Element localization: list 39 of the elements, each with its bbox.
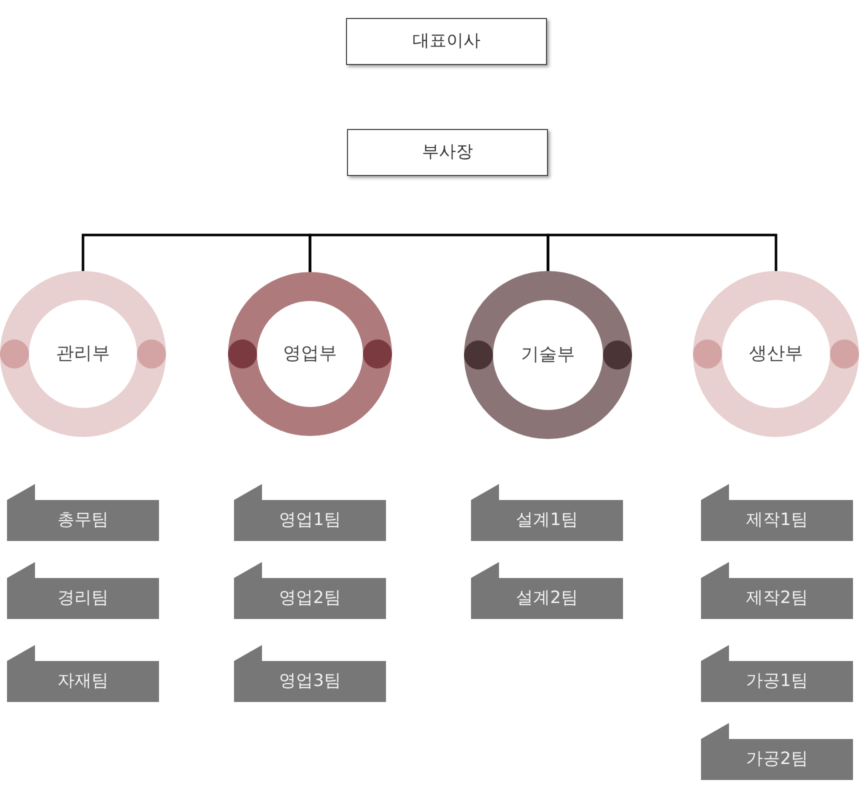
team-tab-box bbox=[701, 484, 853, 541]
team-tab-box bbox=[701, 645, 853, 702]
department-label: 영업부 bbox=[283, 343, 337, 365]
position-box bbox=[347, 129, 548, 176]
team-tab-box bbox=[234, 562, 386, 619]
team-label: 영업3팀 bbox=[279, 671, 341, 692]
team-tab-box bbox=[7, 645, 159, 702]
department-label: 생산부 bbox=[749, 343, 803, 365]
department-label: 기술부 bbox=[521, 344, 575, 366]
team-tab-box bbox=[234, 645, 386, 702]
team-label: 자재팀 bbox=[58, 671, 108, 692]
team-label: 제작1팀 bbox=[746, 510, 808, 531]
team-label: 영업1팀 bbox=[279, 510, 341, 531]
team-tab-box bbox=[701, 723, 853, 780]
team-label: 가공2팀 bbox=[746, 749, 808, 770]
position-label: 부사장 bbox=[422, 142, 473, 163]
team-label: 영업2팀 bbox=[279, 588, 341, 609]
connector-line bbox=[82, 234, 312, 272]
team-label: 가공1팀 bbox=[746, 671, 808, 692]
team-tab-box bbox=[7, 484, 159, 541]
department-ring bbox=[464, 271, 632, 439]
team-label: 총무팀 bbox=[58, 510, 108, 531]
team-label: 경리팀 bbox=[58, 588, 108, 609]
team-label: 설계1팀 bbox=[516, 510, 578, 531]
team-tab-box bbox=[7, 562, 159, 619]
department-ring bbox=[0, 271, 166, 437]
department-label: 관리부 bbox=[56, 343, 110, 365]
position-box bbox=[346, 18, 547, 65]
team-tab-box bbox=[471, 562, 623, 619]
team-tab-box bbox=[471, 484, 623, 541]
department-ring bbox=[693, 271, 859, 437]
connector-line bbox=[546, 234, 778, 271]
connector-line bbox=[308, 234, 550, 272]
department-ring bbox=[228, 272, 392, 436]
team-tab-box bbox=[701, 562, 853, 619]
team-tab-box bbox=[234, 484, 386, 541]
team-label: 제작2팀 bbox=[746, 588, 808, 609]
team-label: 설계2팀 bbox=[516, 588, 578, 609]
position-label: 대표이사 bbox=[412, 31, 480, 52]
